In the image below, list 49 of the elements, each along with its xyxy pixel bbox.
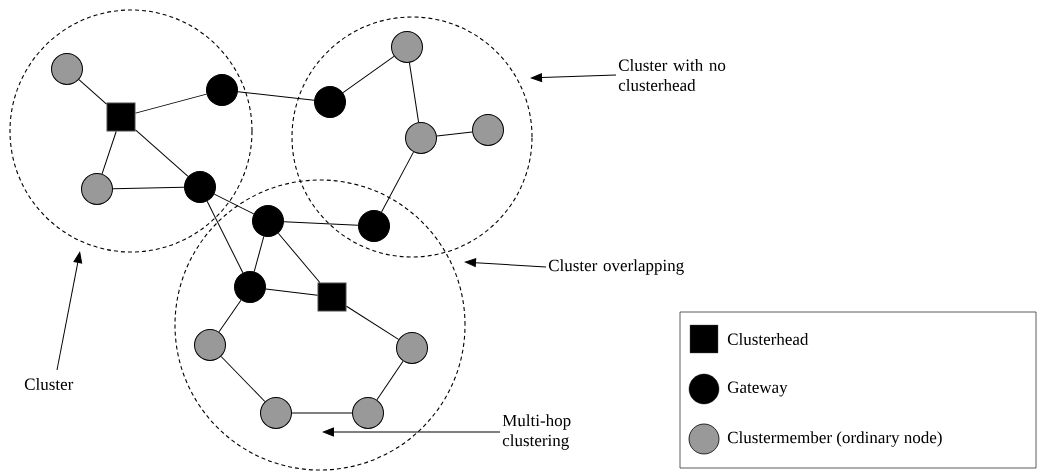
link-line [253,235,265,273]
network-node [472,114,504,146]
link-line [213,193,255,215]
link-line [376,360,404,401]
clusterhead-square [317,282,347,312]
network-node [396,332,428,364]
annotation-text: Cluster [24,378,74,390]
annotation-text: Cluster overlapping [548,259,684,275]
annotation-text: Multi-hop clustering [502,414,571,450]
leader-arrow [464,258,547,268]
legend-text: Gateway [727,381,788,397]
network-node [391,31,423,63]
link-line [436,131,473,137]
network-node [252,205,284,237]
link-line [408,62,420,123]
link-line [342,55,395,94]
network-node [358,210,390,242]
leader-arrow [322,427,501,437]
legend-text: Clustermember (ordinary node) [727,431,942,447]
network-node [352,397,384,429]
link-line [237,91,315,101]
clusterhead-square [106,102,136,132]
network-node [184,171,216,203]
network-node [81,173,113,205]
link-line [135,129,189,177]
link-line [291,412,353,414]
link-line [346,305,399,340]
link-line [220,356,266,402]
link-line [78,79,107,105]
link-line [135,93,208,114]
link-line [112,186,185,190]
link-line [206,200,244,274]
annotation-text: Cluster with no clusterhead [618,59,726,91]
link-line [381,151,414,213]
link-line [218,299,242,333]
network-node [51,53,83,85]
link-line [283,221,359,226]
network-node [260,397,292,429]
network-node [234,271,266,303]
link-line [277,232,321,283]
network-node [194,329,226,361]
leader-arrow [56,251,83,371]
legend-text: Clusterhead [727,333,809,345]
link-line [101,131,117,175]
link-line [265,288,318,296]
network-node [206,74,238,106]
network-node [314,86,346,118]
network-node [405,122,437,154]
leader-arrow [530,73,617,82]
